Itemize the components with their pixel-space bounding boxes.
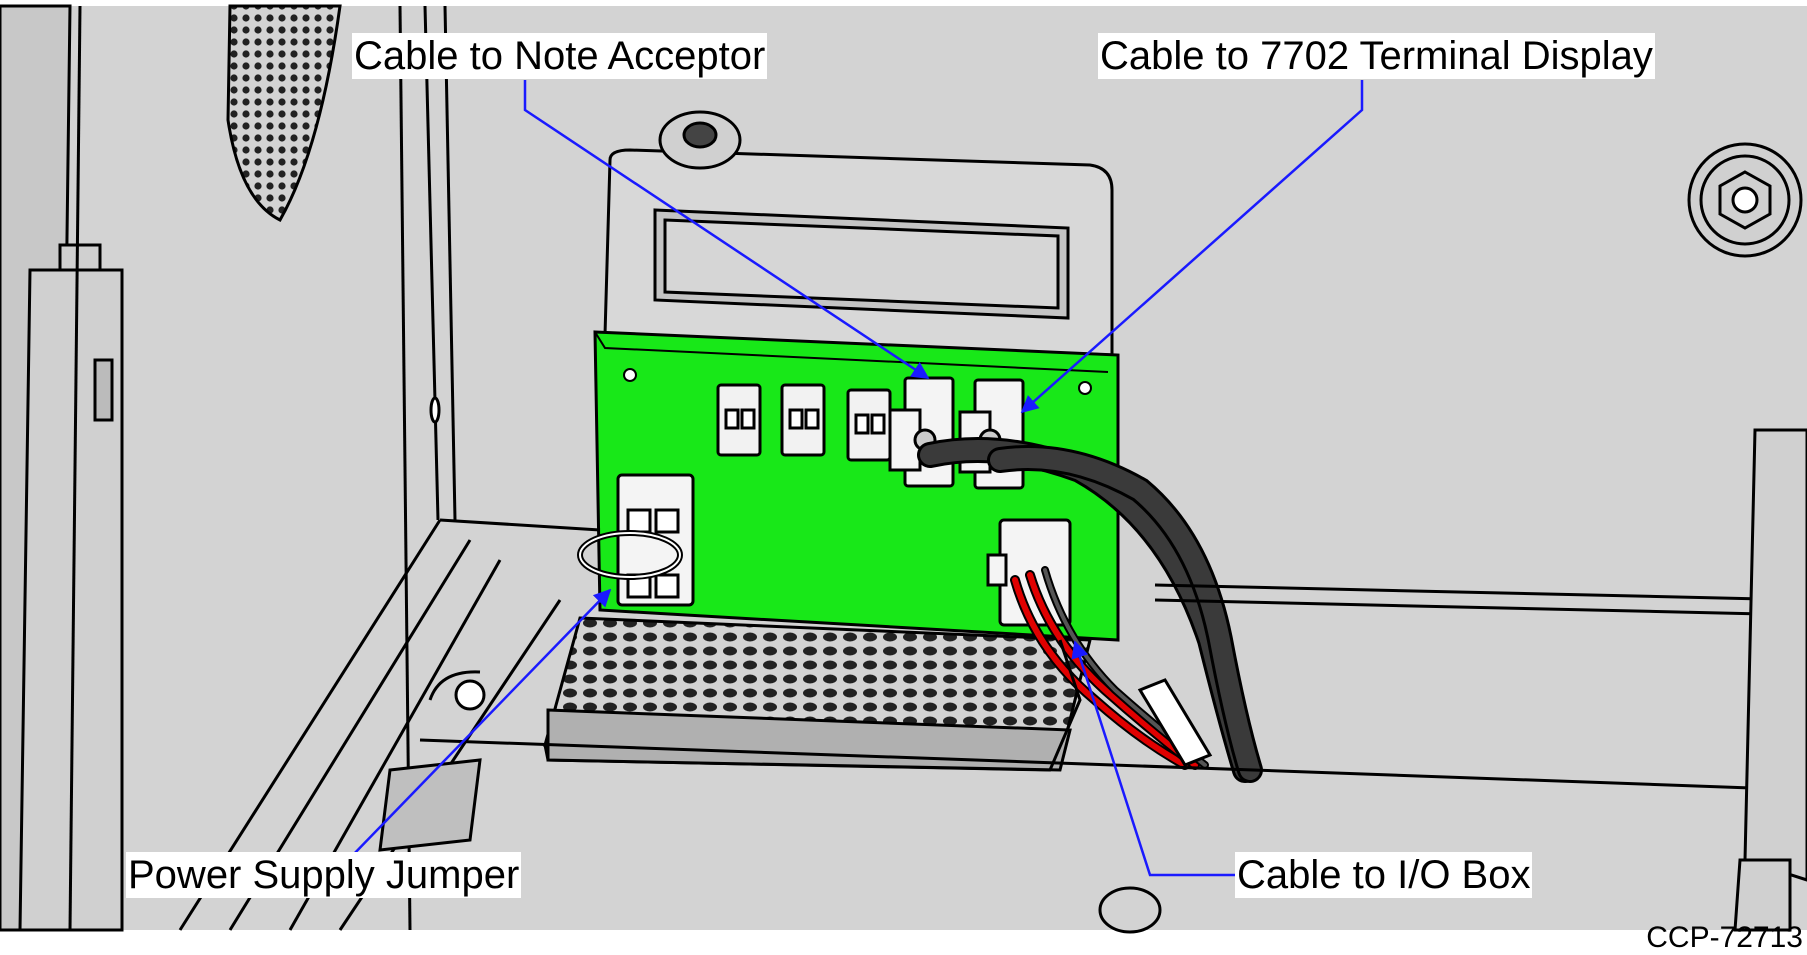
- figure-id: CCP-72713: [1646, 921, 1803, 954]
- cable-sleeve: [1137, 678, 1213, 767]
- callout-power-supply-jumper: Power Supply Jumper: [126, 852, 522, 898]
- white-margin-top: [0, 0, 1807, 6]
- io-box-leader: [1071, 640, 1235, 877]
- dark-cable-bundle: [917, 437, 1263, 783]
- power-supply-leader: [349, 588, 612, 859]
- board-connectors: [716, 383, 892, 462]
- white-margin-bottom: [0, 930, 1807, 955]
- callout-note-acceptor: Cable to Note Acceptor: [352, 33, 768, 79]
- speaker-grille: [226, 4, 342, 222]
- shelf-structure: [178, 428, 1807, 934]
- screw-top: [658, 110, 742, 170]
- power-supply-jumper-connector: [577, 473, 695, 607]
- mounting-bracket: [603, 148, 1114, 357]
- callout-terminal-display: Cable to 7702 Terminal Display: [1098, 33, 1655, 79]
- screw-right: [1687, 142, 1803, 258]
- note-acceptor-leader: [523, 80, 930, 380]
- terminal-display-leader: [1020, 80, 1364, 414]
- power-supply: [543, 616, 1092, 772]
- callout-io-box: Cable to I/O Box: [1235, 852, 1533, 898]
- left-door-panel: [0, 4, 124, 932]
- callout-lines: [349, 80, 1364, 877]
